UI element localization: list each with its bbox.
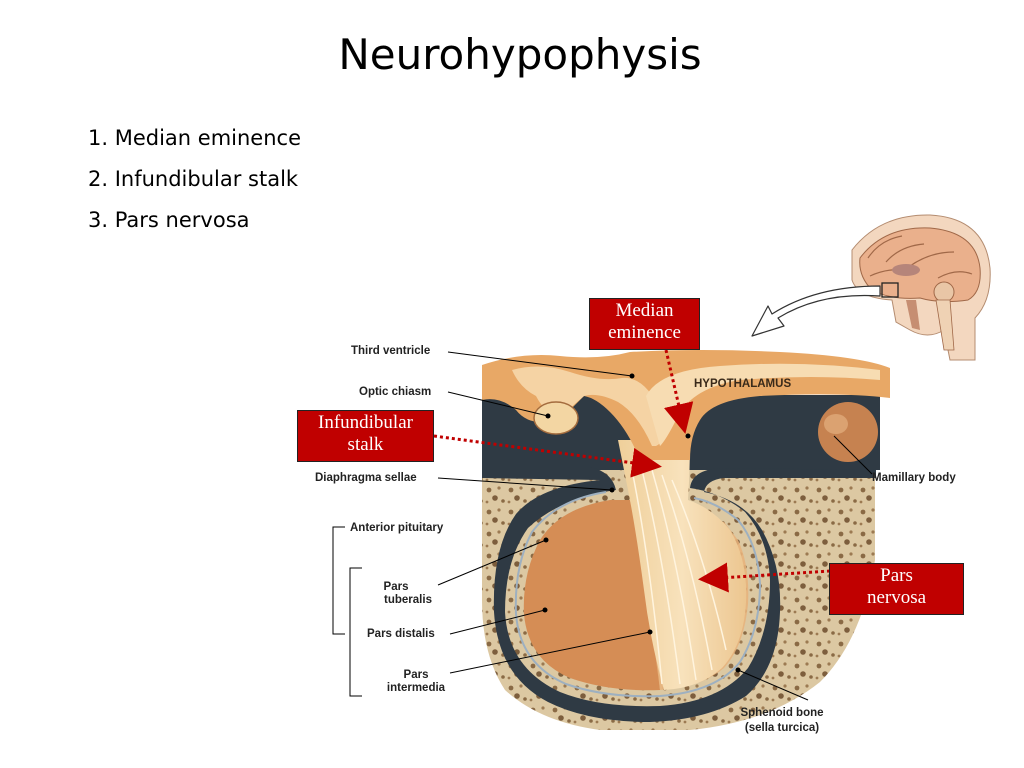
stalk-fibers bbox=[631, 469, 727, 685]
infundibular-recess bbox=[646, 363, 880, 446]
label-pars-distalis: Pars distalis bbox=[367, 628, 435, 640]
mamillary-body bbox=[818, 402, 878, 462]
label-diaphragma-sellae: Diaphragma sellae bbox=[315, 472, 417, 484]
label-mamillary-body: Mamillary body bbox=[872, 472, 956, 484]
pars-nervosa-line2: nervosa bbox=[866, 587, 927, 608]
optic-chiasm bbox=[533, 401, 579, 435]
label-pars-intermedia-1: Pars bbox=[404, 669, 429, 681]
median-eminence-callout: Median eminence bbox=[589, 298, 700, 350]
label-optic-chiasm: Optic chiasm bbox=[359, 386, 431, 398]
label-hypothalamus: HYPOTHALAMUS bbox=[694, 378, 791, 390]
dura-inner-line bbox=[514, 491, 762, 698]
leader-lines bbox=[332, 351, 873, 701]
pars-distalis bbox=[523, 500, 660, 691]
pars-nervosa-line1: Pars bbox=[880, 565, 913, 586]
neurohypophysis-parts-list: 1. Median eminence 2. Infundibular stalk… bbox=[88, 118, 301, 241]
slide-title: Neurohypophysis bbox=[338, 30, 702, 79]
infundibular-stalk-line2: stalk bbox=[347, 434, 384, 455]
label-anterior-pituitary: Anterior pituitary bbox=[350, 522, 444, 534]
infundibular-stalk-arrow bbox=[433, 434, 662, 478]
median-eminence-line1: Median bbox=[615, 300, 674, 321]
median-eminence-line2: eminence bbox=[608, 322, 681, 343]
label-sphenoid-2: (sella turcica) bbox=[745, 722, 819, 734]
median-eminence-arrow bbox=[663, 349, 694, 434]
pars-nervosa-callout: Pars nervosa bbox=[829, 563, 964, 615]
list-item: 1. Median eminence bbox=[88, 126, 301, 150]
label-sphenoid-1: Sphenoid bone bbox=[740, 707, 823, 719]
label-pars-tuberalis-1: Pars bbox=[384, 581, 409, 593]
infundibular-stalk-callout: Infundibular stalk bbox=[297, 410, 434, 462]
list-item: 3. Pars nervosa bbox=[88, 208, 250, 232]
third-ventricle bbox=[512, 366, 665, 446]
list-item: 2. Infundibular stalk bbox=[88, 167, 299, 191]
leader-dots bbox=[542, 373, 741, 673]
inset-pointer-arrow bbox=[751, 285, 881, 337]
label-third-ventricle: Third ventricle bbox=[351, 345, 430, 357]
inset-focus-box bbox=[881, 282, 899, 298]
label-pars-intermedia-2: intermedia bbox=[387, 682, 446, 694]
head-inset bbox=[851, 214, 991, 361]
label-pars-tuberalis-2: tuberalis bbox=[384, 594, 432, 606]
infundibular-stalk-line1: Infundibular bbox=[318, 412, 413, 433]
